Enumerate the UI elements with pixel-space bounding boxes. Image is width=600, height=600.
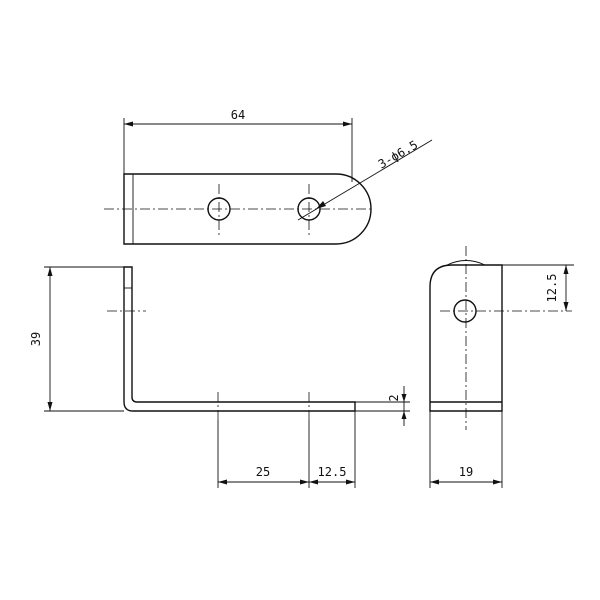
arrowhead	[493, 479, 502, 485]
arrowhead	[346, 479, 355, 485]
arrowhead	[343, 121, 352, 127]
front-view: 39 2 25 12.5	[29, 266, 410, 488]
front-view-profile	[123, 266, 356, 412]
arrowhead	[430, 479, 439, 485]
top-view: 64 3-ϕ6.5	[104, 108, 433, 245]
dimension-label-end-to-hole: 12.5	[318, 465, 347, 479]
arrowhead	[47, 267, 53, 276]
arrowhead	[401, 411, 407, 419]
arrowhead	[563, 265, 569, 274]
arrowhead	[218, 479, 227, 485]
arrowhead	[563, 302, 569, 311]
arrowhead	[124, 121, 133, 127]
dimension-label-width: 19	[459, 465, 473, 479]
top-view-outline	[123, 173, 372, 245]
arrowhead	[316, 201, 326, 209]
arrowhead	[47, 402, 53, 411]
dimension-label-height: 39	[29, 332, 43, 346]
dimension-label-overall-length: 64	[231, 108, 245, 122]
arrowhead	[309, 479, 318, 485]
dimension-label-hole-spacing: 25	[256, 465, 270, 479]
arrowhead	[300, 479, 309, 485]
arrowhead	[401, 394, 407, 402]
hole-callout-label: 3-ϕ6.5	[376, 138, 421, 172]
side-view: 12.5 19	[429, 246, 574, 488]
dimension-label-thickness: 2	[387, 394, 401, 401]
dimension-label-hole-from-top: 12.5	[545, 274, 559, 303]
